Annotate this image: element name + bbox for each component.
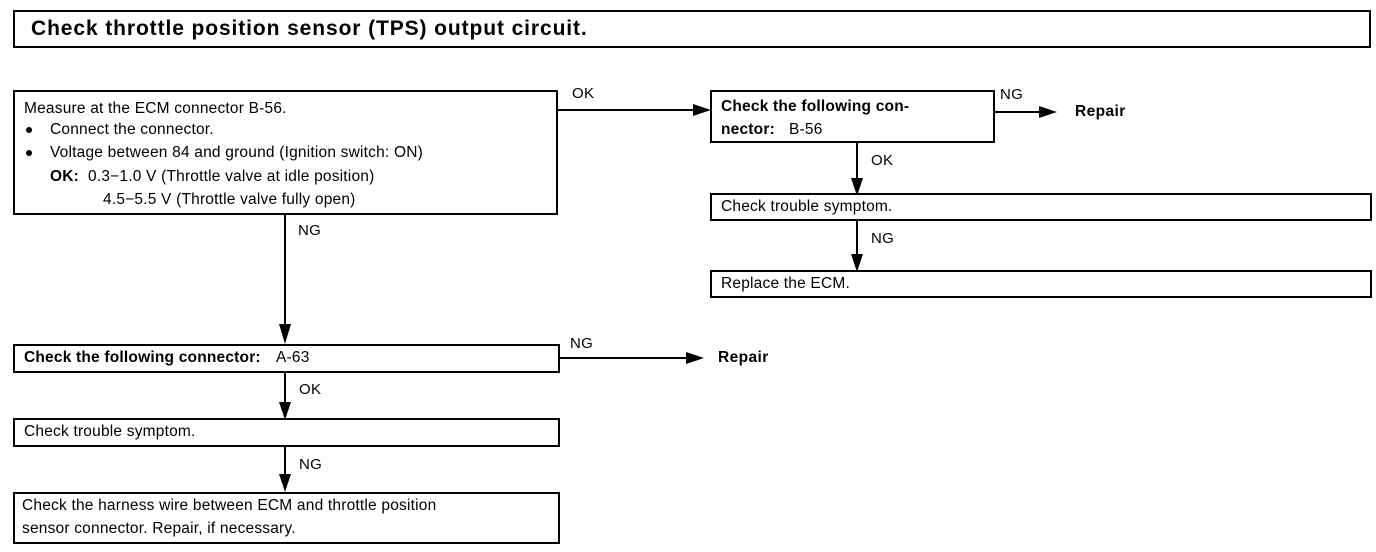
edge-label-b56-to-repair: NG [1000,86,1024,103]
connector-a63-label: Check the following connector: [24,349,261,366]
connector-b56-label-line1: Check the following con- [721,98,910,115]
connector-b56-label-line2: nector: [721,121,775,138]
edge-label-symptom-to-harness: NG [299,456,323,473]
edge-label-measure-to-a63: NG [298,222,322,239]
measure-box-ok-label: OK: [50,168,80,185]
measure-box-ok-value-open: 4.5−5.5 V (Throttle valve fully open) [103,191,356,208]
connector-a63-id: A-63 [276,349,310,366]
harness-check-box [13,492,560,544]
trouble-symptom-left-label: Check trouble symptom. [24,423,196,440]
repair-terminal-right: Repair [1075,103,1126,120]
connector-b56-id: B-56 [789,121,823,138]
edge-label-b56-to-symptom: OK [871,152,894,169]
connector-b56-box [710,90,995,143]
measure-box-ok-value-idle: 0.3−1.0 V (Throttle valve at idle positi… [88,168,375,185]
repair-terminal-left: Repair [718,349,769,366]
replace-ecm-box [710,270,1372,298]
trouble-symptom-right-label: Check trouble symptom. [721,198,893,215]
trouble-symptom-left-box [13,418,560,447]
connector-a63-box [13,344,560,373]
edge-label-a63-to-repair: NG [570,335,594,352]
bullet-marker-2 [26,150,32,156]
measure-box [13,90,558,215]
bullet-marker-1 [26,127,32,133]
edge-label-symptom-to-replace: NG [871,230,895,247]
edge-label-a63-to-symptom: OK [299,381,322,398]
measure-box-bullet2: Voltage between 84 and ground (Ignition … [50,144,423,161]
edge-label-measure-to-b56: OK [572,85,595,102]
replace-ecm-label: Replace the ECM. [721,275,850,292]
measure-box-line1: Measure at the ECM connector B-56. [24,100,287,117]
trouble-symptom-right-box [710,193,1372,221]
harness-check-line1: Check the harness wire between ECM and t… [22,497,437,514]
harness-check-line2: sensor connector. Repair, if necessary. [22,520,296,537]
page-title: Check throttle position sensor (TPS) out… [31,17,588,40]
measure-box-bullet1: Connect the connector. [50,121,214,138]
header-box [13,10,1371,48]
